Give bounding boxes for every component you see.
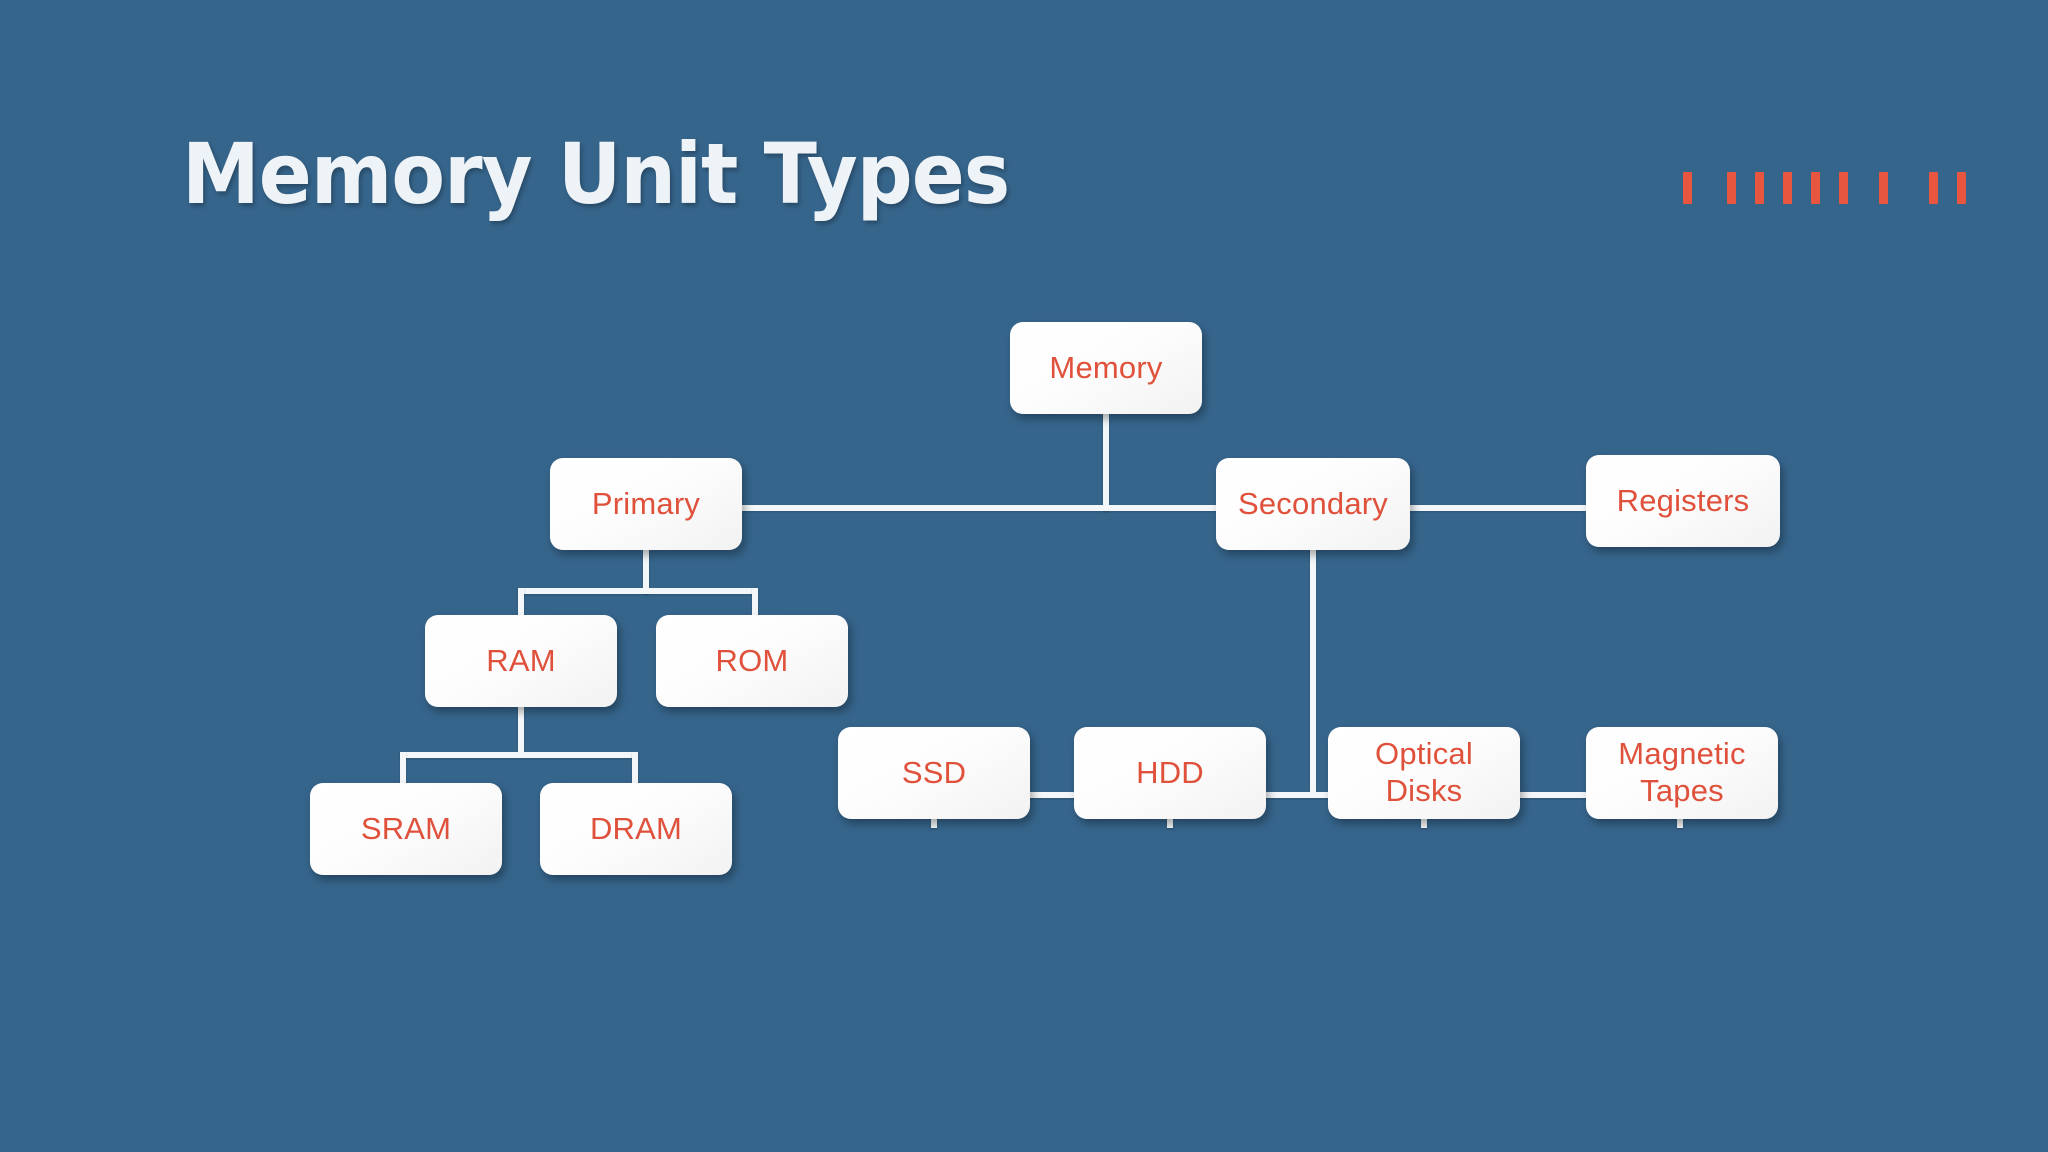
dash-mark-6 [1839,172,1848,204]
tree-node-dram[interactable]: DRAM [540,783,732,875]
connector-secondary-bus [931,792,1683,798]
tree-node-ram[interactable]: RAM [425,615,617,707]
dash-mark-5 [1811,172,1820,204]
dash-mark-9 [1957,172,1966,204]
dash-mark-4 [1783,172,1792,204]
dash-mark-3 [1755,172,1764,204]
connector-primary-bus [518,588,758,594]
connector-memory-bus [742,505,1216,511]
connector-secondary-registers [1410,505,1586,511]
dash-mark-7 [1879,172,1888,204]
dash-mark-1 [1683,172,1692,204]
tree-node-magnetic_tapes[interactable]: Magnetic Tapes [1586,727,1778,819]
tree-node-rom[interactable]: ROM [656,615,848,707]
tree-node-registers[interactable]: Registers [1586,455,1780,547]
tree-node-hdd[interactable]: HDD [1074,727,1266,819]
dash-mark-2 [1727,172,1736,204]
connector-ram-stem [518,707,524,752]
connector-ram-bus [400,752,638,758]
connector-ram-dram-drop [632,752,638,786]
page-title: Memory Unit Types [182,125,1010,223]
dash-mark-8 [1929,172,1938,204]
tree-node-memory[interactable]: Memory [1010,322,1202,414]
connector-ram-sram-drop [400,752,406,786]
tree-node-ssd[interactable]: SSD [838,727,1030,819]
tree-node-primary[interactable]: Primary [550,458,742,550]
tree-node-optical_disks[interactable]: Optical Disks [1328,727,1520,819]
connector-secondary-stem [1310,550,1316,795]
tree-node-sram[interactable]: SRAM [310,783,502,875]
connector-primary-stem [643,550,649,594]
connector-primary-ram-drop [518,588,524,620]
connector-primary-rom-drop [752,588,758,620]
tree-node-secondary[interactable]: Secondary [1216,458,1410,550]
connector-memory-stem [1103,414,1109,511]
